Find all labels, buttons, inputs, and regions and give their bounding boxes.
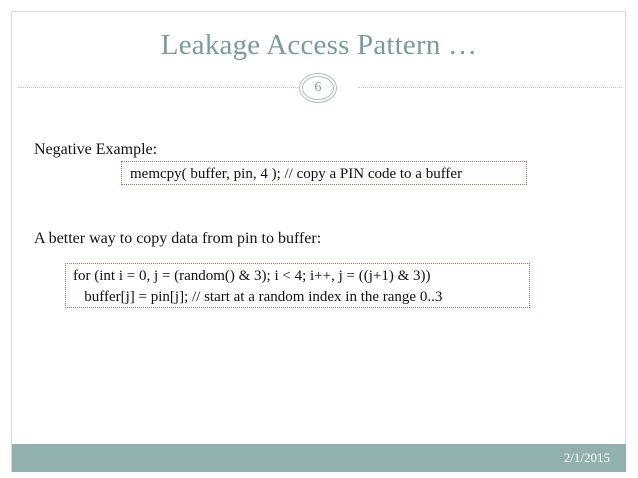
- page-number-text: 6: [314, 80, 322, 95]
- footer-bar: 2/1/2015: [12, 444, 626, 472]
- better-way-label: A better way to copy data from pin to bu…: [34, 230, 322, 247]
- divider-segment-left: [18, 87, 302, 88]
- page-number-badge: 6: [299, 73, 337, 103]
- title-divider: [12, 87, 626, 89]
- code-box-memcpy: memcpy( buffer, pin, 4 ); // copy a PIN …: [121, 161, 527, 185]
- negative-example-label: Negative Example:: [34, 141, 158, 158]
- page-title: Leakage Access Pattern …: [160, 29, 478, 61]
- divider-segment-right: [358, 87, 622, 88]
- code-text-memcpy: memcpy( buffer, pin, 4 ); // copy a PIN …: [130, 166, 463, 182]
- footer-date: 2/1/2015: [563, 450, 610, 465]
- title-area: Leakage Access Pattern …: [12, 28, 626, 62]
- code-text-forloop-line2: buffer[j] = pin[j]; // start at a random…: [73, 289, 443, 305]
- code-text-forloop-line1: for (int i = 0, j = (random() & 3); i < …: [73, 268, 431, 284]
- badge-inner-ring-icon: [302, 76, 334, 100]
- code-box-forloop: for (int i = 0, j = (random() & 3); i < …: [65, 263, 530, 308]
